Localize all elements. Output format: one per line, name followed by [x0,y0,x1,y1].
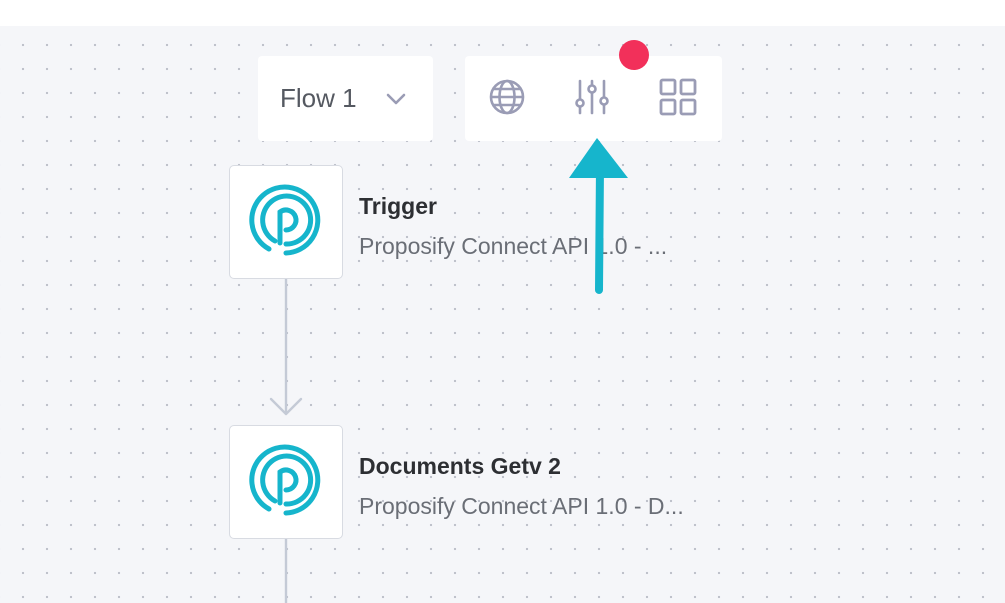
settings-sliders-button[interactable] [572,79,612,119]
connector-line [284,539,288,603]
grid-view-button[interactable] [658,78,698,121]
callout-arrow [569,138,628,294]
node-icon-box[interactable] [229,425,343,539]
globe-icon [488,78,526,121]
node-title: Documents Getv 2 [359,453,561,479]
node-icon-box[interactable] [229,165,343,279]
flow-select-dropdown[interactable]: Flow 1 [258,56,433,141]
proposify-logo-icon [249,443,323,522]
grid-icon [659,78,697,121]
notification-dot [619,40,649,70]
node-subtitle: Proposify Connect API 1.0 - D... [359,493,684,519]
proposify-logo-icon [249,183,323,262]
toolbar-panel [465,56,722,141]
node-title: Trigger [359,193,437,219]
top-strip [0,0,1005,26]
sliders-icon [573,78,611,121]
connector-arrow [269,279,303,416]
flow-select-value: Flow 1 [280,83,357,113]
chevron-down-icon [384,87,408,116]
node-subtitle: Proposify Connect API 1.0 - ... [359,233,668,259]
globe-button[interactable] [487,79,527,119]
